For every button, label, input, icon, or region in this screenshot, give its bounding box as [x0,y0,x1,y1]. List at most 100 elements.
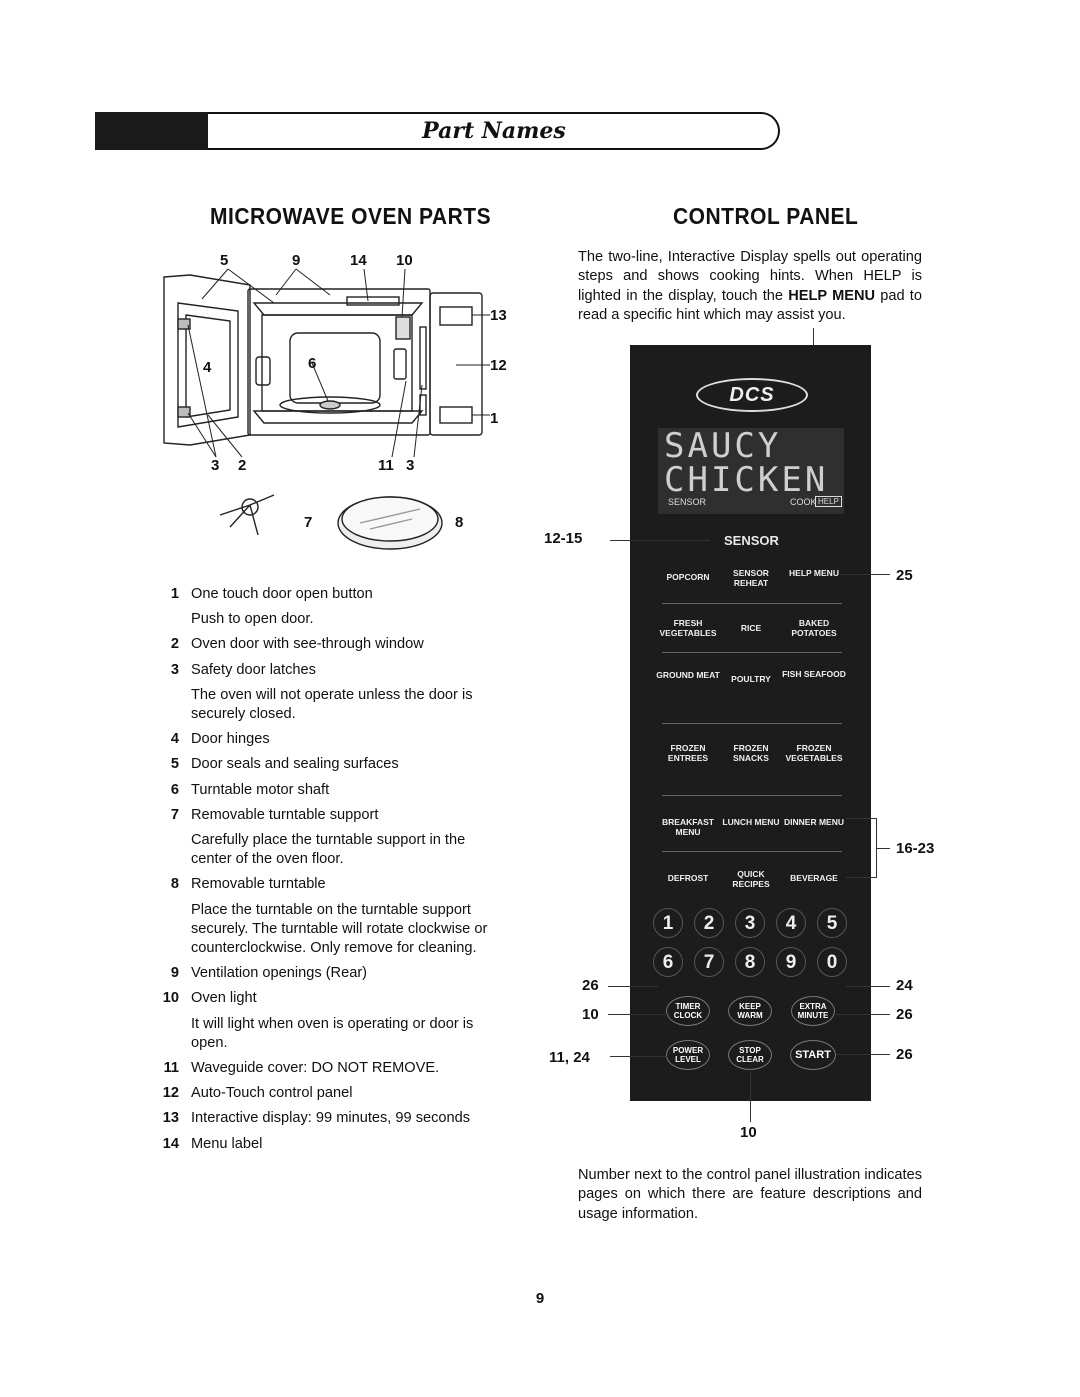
part-item: 5 Door seals and sealing surfaces [155,755,505,774]
callout-line [750,1072,751,1122]
frozen-snacks-key[interactable]: FROZEN SNACKS [733,743,769,763]
page-number: 9 [535,1290,545,1307]
digit-8-key[interactable]: 8 [735,947,765,977]
frozen-vegetables-key[interactable]: FROZEN VEGETABLES [785,743,843,763]
diagram-label-2: 2 [238,457,247,474]
breakfast-menu-key[interactable]: BREAKFAST MENU [662,817,714,837]
extra-minute-key[interactable]: EXTRA MINUTE [791,996,835,1026]
callout-help-pages: 25 [896,567,913,584]
digit-0-key[interactable]: 0 [817,947,847,977]
digit-1-key[interactable]: 1 [653,908,683,938]
help-menu-key[interactable]: HELP MENU [789,568,839,578]
sensor-reheat-key[interactable]: SENSOR REHEAT [733,568,769,588]
parts-section-title: MICROWAVE OVEN PARTS [210,204,492,230]
digit-6-key[interactable]: 6 [653,947,683,977]
digit-4-key[interactable]: 4 [776,908,806,938]
timer-clock-key[interactable]: TIMER CLOCK [666,996,710,1026]
control-section-title: CONTROL PANEL [673,204,859,230]
description-text: The two-line, Interactive Display spells… [578,249,922,304]
diagram-label-3b: 3 [406,457,415,474]
callout-line [608,986,658,987]
defrost-key[interactable]: DEFROST [667,873,709,883]
part-number: 12 [162,1085,179,1102]
diagram-label-4: 4 [203,359,212,376]
beverage-key[interactable]: BEVERAGE [790,873,838,883]
part-number: 8 [170,876,179,893]
digit-5-key[interactable]: 5 [817,908,847,938]
display-sensor-indicator: SENSOR [668,497,707,507]
fresh-vegetables-key[interactable]: FRESH VEGETABLES [659,618,717,638]
digit-3-key[interactable]: 3 [735,908,765,938]
fish-seafood-key[interactable]: FISH SEAFOOD [782,669,846,679]
page-title: Part Names [422,118,566,144]
callout-line [840,574,890,575]
callout-line [834,1014,890,1015]
part-text: Oven light [191,990,257,1007]
part-text: Auto-Touch control panel [191,1085,353,1102]
callout-line [876,848,890,849]
rice-key[interactable]: RICE [740,623,762,633]
diagram-label-10: 10 [396,252,413,269]
diagram-label-7: 7 [304,514,313,531]
part-item: 6 Turntable motor shaft [155,781,505,800]
callout-start: 26 [896,1046,913,1063]
part-text: Ventilation openings (Rear) [191,965,368,982]
callout-line [610,1056,668,1057]
turntable-drawing [337,496,443,550]
part-number: 13 [162,1110,179,1127]
popcorn-key[interactable]: POPCORN [666,572,710,582]
part-text: Removable turntable [191,876,326,893]
part-number: 1 [170,586,179,602]
separator [662,795,842,796]
part-text: Safety door latches [191,661,316,678]
diagram-label-14: 14 [350,252,367,269]
poultry-key[interactable]: POULTRY [731,674,771,684]
digit-9-key[interactable]: 9 [776,947,806,977]
diagram-label-6: 6 [308,355,317,372]
quick-recipes-key[interactable]: QUICK RECIPES [732,869,770,889]
callout-line [846,986,890,987]
diagram-label-3a: 3 [211,457,220,474]
dinner-menu-key[interactable]: DINNER MENU [784,817,844,827]
frozen-entrees-key[interactable]: FROZEN ENTREES [667,743,709,763]
diagram-label-1: 1 [490,410,499,427]
stop-clear-key[interactable]: STOP CLEAR [728,1040,772,1070]
part-text: Menu label [191,1135,263,1152]
part-number: 4 [170,731,179,748]
timer-clock-label: TIMER CLOCK [673,1002,703,1020]
part-text: Turntable motor shaft [191,781,330,798]
part-item: 12 Auto-Touch control panel [155,1084,505,1103]
display-line-2: CHICKEN [664,460,829,500]
lunch-menu-key[interactable]: LUNCH MENU [722,817,780,827]
digit-7-key[interactable]: 7 [694,947,724,977]
callout-stop-clear: 10 [740,1124,757,1141]
part-number: 5 [170,756,179,773]
part-number: 6 [170,781,179,798]
power-level-label: POWER LEVEL [672,1046,704,1064]
part-number: 3 [170,661,179,678]
baked-potatoes-key[interactable]: BAKED POTATOES [791,618,837,638]
part-text: Door seals and sealing surfaces [191,756,399,773]
part-text: Waveguide cover: DO NOT REMOVE. [191,1060,440,1077]
power-level-key[interactable]: POWER LEVEL [666,1040,710,1070]
callout-line [608,1014,670,1015]
part-number: 2 [170,636,179,653]
diagram-label-8: 8 [455,514,464,531]
ground-meat-key[interactable]: GROUND MEAT [656,670,720,680]
start-key[interactable]: START [790,1040,836,1070]
digit-2-key[interactable]: 2 [694,908,724,938]
part-note: The oven will not operate unless the doo… [191,686,473,723]
callout-digits-right: 24 [896,977,913,994]
dcs-logo: DCS [696,378,808,412]
keep-warm-label: KEEP WARM [737,1002,763,1020]
stop-clear-label: STOP CLEAR [736,1046,764,1064]
keep-warm-key[interactable]: KEEP WARM [728,996,772,1026]
header-banner-pill [208,112,780,150]
